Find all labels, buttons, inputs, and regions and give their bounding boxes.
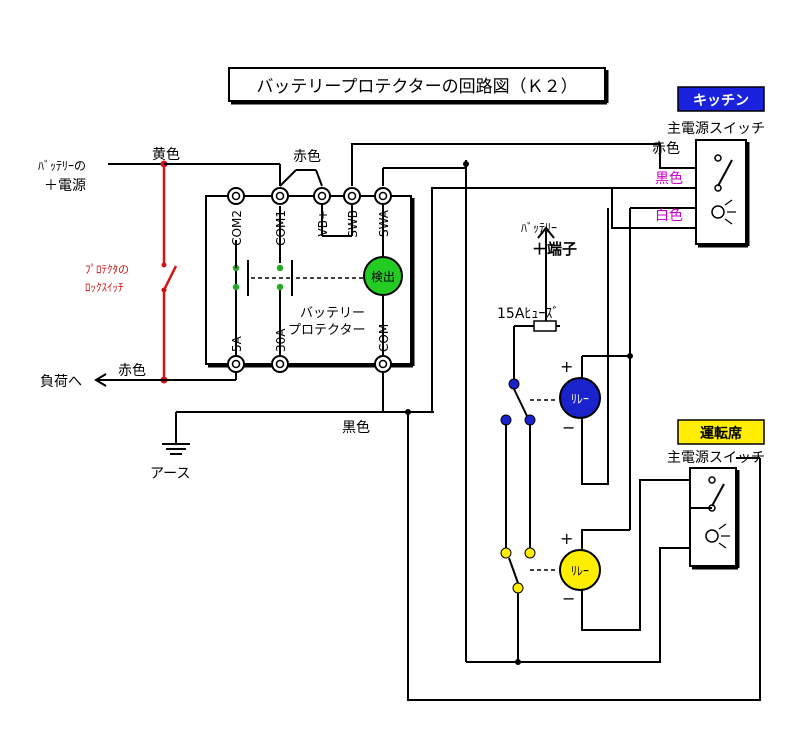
kitchen-switch-label: 主電源スイッチ — [667, 121, 765, 137]
relay-yellow-contact — [512, 582, 524, 594]
relay-blue: ﾘﾚｰ — [559, 377, 601, 419]
driver-badge: 運転席 — [700, 425, 742, 442]
relay-blue-minus: − — [562, 418, 575, 437]
title-box — [228, 67, 606, 102]
black-wire-label-ground: 黒色 — [342, 419, 370, 436]
relay-yellow-contact — [524, 547, 536, 559]
battery-terminal-label-1: ﾊﾞｯﾃﾘｰ — [521, 221, 557, 235]
terminal-label-com2: COM2 — [230, 210, 244, 246]
page-title: バッテリープロテクターの回路図（Ｋ２） — [256, 77, 577, 97]
relay-blue-contact — [524, 414, 536, 426]
load-label: 負荷へ — [40, 374, 82, 390]
kitchen-black-label: 黒色 — [655, 170, 683, 187]
detect-label: 検出 — [371, 270, 395, 284]
terminal-com2 — [227, 187, 245, 205]
relay-yellow-plus: + — [560, 529, 573, 548]
terminal-swb — [343, 187, 361, 205]
kitchen-badge-bg — [677, 86, 765, 112]
ground-label: アース — [150, 466, 190, 482]
relay-yellow-contact — [500, 547, 512, 559]
kitchen-badge: キッチン — [693, 93, 749, 109]
detect-indicator: 検出 — [363, 256, 403, 296]
lock-switch-label-1: ﾌﾟﾛﾃｸﾀの — [85, 263, 129, 276]
kitchen-white-label: 白色 — [655, 207, 683, 224]
red-wire-label-load: 赤色 — [118, 362, 146, 379]
fuse-label: 15Aﾋｭｰｽﾞ — [497, 306, 559, 322]
battery-terminal-label-2: ＋端子 — [532, 240, 577, 258]
driver-switch-label: 主電源スイッチ — [667, 450, 765, 466]
protector-name-1: バッテリー — [300, 306, 365, 321]
kitchen-switch — [711, 154, 736, 225]
relay-blue-label: ﾘﾚｰ — [571, 392, 589, 406]
fuse — [533, 320, 557, 332]
lock-switch-label-2: ﾛｯｸｽｲｯﾁ — [85, 281, 124, 294]
kitchen-lamp — [711, 205, 725, 219]
relay-yellow: ﾘﾚｰ — [559, 549, 601, 591]
yellow-wire-label: 黄色 — [152, 146, 180, 163]
terminal-com — [374, 355, 392, 373]
terminal-vb-plus — [313, 187, 331, 205]
relay-blue-plus: + — [560, 357, 573, 376]
contact-dot — [276, 264, 284, 272]
driver-lamp — [705, 529, 719, 543]
relay-yellow-minus: − — [562, 589, 575, 608]
kitchen-red-label: 赤色 — [652, 140, 680, 157]
relay-blue-contact — [500, 414, 512, 426]
relay-blue-contact — [508, 378, 520, 390]
driver-switch-box — [689, 467, 737, 567]
terminal-30a — [271, 355, 289, 373]
battery-plus-label-1: ﾊﾞｯﾃﾘｰの — [38, 159, 86, 173]
terminal-com1 — [271, 187, 289, 205]
kitchen-switch-box — [695, 139, 747, 245]
lock-switch — [160, 160, 178, 384]
contact-dot — [232, 283, 240, 291]
terminal-swa — [374, 187, 392, 205]
battery-plus-label-2: ＋電源 — [44, 178, 86, 194]
contact-dot — [276, 283, 284, 291]
red-wire-label-vb: 赤色 — [293, 148, 321, 165]
relay-yellow-label: ﾘﾚｰ — [571, 564, 589, 578]
terminal-5a — [227, 355, 245, 373]
driver-badge-bg — [677, 419, 765, 445]
protector-name-2: プロテクター — [288, 323, 365, 338]
